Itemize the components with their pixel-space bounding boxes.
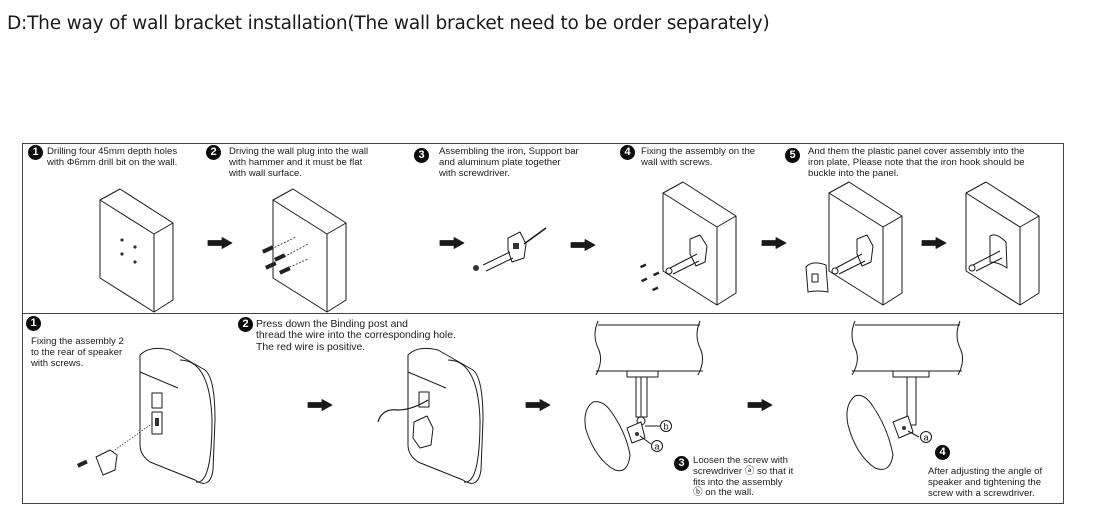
arrow-icon: [921, 237, 947, 249]
arrow-icon: [761, 237, 787, 249]
arrow-icon: [307, 399, 333, 411]
wall-with-holes-illustration: [99, 188, 174, 313]
step-number-badge: 3: [674, 456, 689, 471]
bracket-assembly-illustration: [473, 227, 547, 272]
step-number-badge: 4: [620, 145, 635, 160]
svg-text:a: a: [923, 433, 928, 443]
arrow-icon: [747, 399, 773, 411]
svg-text:b: b: [663, 422, 668, 432]
speaker-rear-illustration: [77, 347, 216, 484]
step-number-badge: 1: [28, 145, 43, 160]
ceiling-mount-loosen-illustration: [584, 320, 704, 472]
arrow-icon: [570, 239, 596, 251]
arrow-icon: [439, 237, 465, 249]
step-caption: And them the plastic panel cover assembl…: [808, 146, 1025, 179]
step-number-badge: 1: [26, 316, 41, 331]
step-number-badge: 2: [238, 317, 253, 332]
step-number-badge: 3: [414, 148, 429, 163]
step-caption: Driving the wall plug into the wall with…: [229, 146, 369, 179]
step-number-badge: 2: [206, 145, 221, 160]
completed-wall-mount-illustration: [965, 181, 1040, 306]
instruction-frame: [22, 143, 1064, 504]
step-caption: Assembling the iron, Support bar and alu…: [439, 146, 579, 179]
wall-with-bracket-illustration: [640, 181, 737, 306]
step-caption: Loosen the screw with screwdriver ⓐ so t…: [693, 455, 794, 499]
callout-a: a: [651, 440, 663, 452]
wall-with-plugs-illustration: [261, 188, 347, 313]
step-caption: Press down the Binding post and thread t…: [256, 319, 456, 353]
step-caption: Fixing the assembly on the wall with scr…: [641, 146, 756, 168]
speaker-wiring-illustration: [377, 347, 484, 484]
step-number-badge: 5: [785, 148, 800, 163]
svg-text:a: a: [654, 442, 659, 452]
ceiling-mount-adjusted-illustration: [846, 320, 964, 470]
arrow-icon: [207, 237, 233, 249]
step-caption: After adjusting the angle of speaker and…: [928, 466, 1043, 499]
page-title: D:The way of wall bracket installation(T…: [7, 13, 770, 34]
callout-a: a: [920, 431, 932, 443]
step-caption: Drilling four 45mm depth holes with Φ6mm…: [47, 146, 178, 168]
panel-cover-illustration: [805, 181, 903, 306]
callout-b: b: [660, 420, 672, 432]
arrow-icon: [525, 399, 551, 411]
section-divider: [22, 313, 1064, 314]
step-caption: Fixing the assembly 2 to the rear of spe…: [31, 336, 124, 369]
step-number-badge: 4: [935, 445, 950, 460]
